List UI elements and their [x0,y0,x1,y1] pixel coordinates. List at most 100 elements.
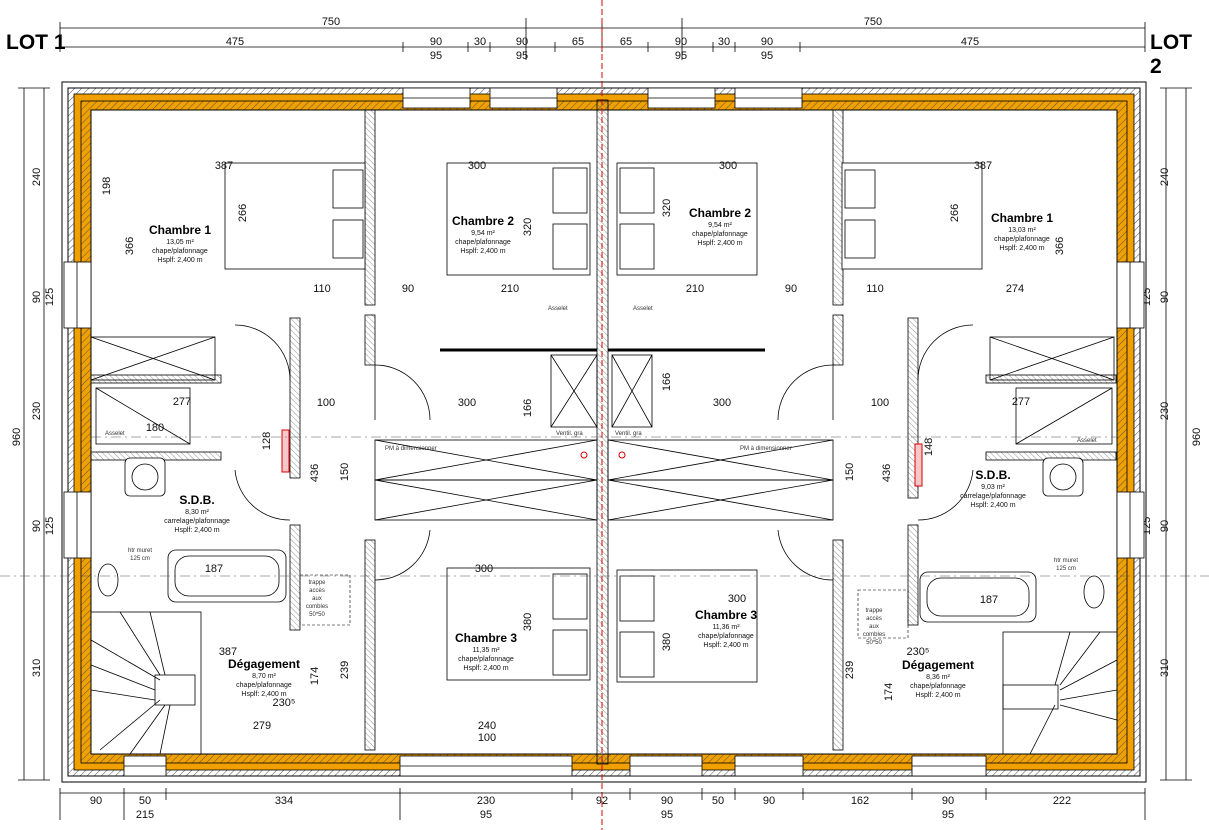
dim-bottom-95c: 95 [942,809,954,821]
svg-text:274: 274 [1006,283,1024,295]
svg-text:chape/plafonnage: chape/plafonnage [692,231,748,238]
svg-text:11,36 m²: 11,36 m² [712,624,740,631]
room-chambre2-left: Chambre 2 9,54 m² chape/plafonnage Hsplf… [452,214,514,255]
svg-text:Hsplf: 2,400 m: Hsplf: 2,400 m [697,240,742,247]
svg-text:277: 277 [173,396,191,408]
svg-text:90: 90 [785,283,797,295]
internal-walls [90,109,1117,751]
svg-text:166: 166 [522,399,534,417]
dim-left-240: 240 [31,168,43,186]
ventil-note-right: Ventil. gra [615,431,642,437]
dim-right-90a: 90 [1159,291,1171,303]
trappes [299,574,909,639]
svg-text:380: 380 [661,633,673,651]
dim-right-960: 960 [1191,428,1203,446]
side-dimensions [18,87,1192,781]
svg-text:Hsplf: 2,400 m: Hsplf: 2,400 m [703,642,748,649]
svg-text:htr muret: htr muret [128,548,152,554]
dim-left-90b: 90 [31,520,43,532]
svg-text:aux: aux [312,596,322,602]
dim-top-right-4: 90 [761,36,773,48]
svg-text:Chambre 2: Chambre 2 [452,214,514,228]
svg-text:366: 366 [1054,237,1066,255]
svg-text:Hsplf: 2,400 m: Hsplf: 2,400 m [463,665,508,672]
svg-text:198: 198 [101,177,113,195]
svg-text:9,03 m²: 9,03 m² [981,484,1005,491]
windows-top [402,87,803,109]
svg-text:230⁵: 230⁵ [907,646,930,658]
lot1-label: LOT 1 [6,31,66,54]
svg-text:Chambre 3: Chambre 3 [455,631,517,645]
svg-text:148: 148 [923,438,935,456]
pm-note-right: PM à dimensionner [740,446,792,452]
svg-text:carrelage/plafonnage: carrelage/plafonnage [960,493,1026,500]
radiators [281,429,923,487]
svg-text:150: 150 [339,463,351,481]
svg-text:aux: aux [869,624,879,630]
svg-text:110: 110 [313,283,331,295]
dim-bottom-50a: 50 [139,795,151,807]
windows-side [63,261,1145,559]
dim-top-right-1: 65 [620,36,632,48]
svg-text:187: 187 [205,563,223,575]
svg-text:187: 187 [980,594,998,606]
svg-text:210: 210 [686,283,704,295]
svg-text:210: 210 [501,283,519,295]
dim-bottom-90c: 90 [763,795,775,807]
svg-text:300: 300 [458,397,476,409]
svg-text:Hsplf: 2,400 m: Hsplf: 2,400 m [999,245,1044,252]
svg-text:8,36 m²: 8,36 m² [926,674,950,681]
svg-text:166: 166 [661,373,673,391]
svg-text:174: 174 [883,683,895,701]
svg-text:trappe: trappe [308,580,326,586]
dim-bottom-95a: 95 [480,809,492,821]
svg-text:320: 320 [522,218,534,236]
svg-text:combles: combles [306,604,328,610]
svg-text:htr muret: htr muret [1054,558,1078,564]
svg-text:Hsplf: 2,400 m: Hsplf: 2,400 m [174,527,219,534]
svg-text:8,70 m²: 8,70 m² [252,673,276,680]
svg-text:387: 387 [215,160,233,172]
svg-text:8,30 m²: 8,30 m² [185,509,209,516]
room-chambre1-left: Chambre 1 13,05 m² chape/plafonnage Hspl… [149,223,211,264]
svg-text:chape/plafonnage: chape/plafonnage [698,633,754,640]
svg-text:Hsplf: 2,400 m: Hsplf: 2,400 m [241,691,286,698]
svg-text:266: 266 [237,204,249,222]
beds [224,162,983,683]
svg-text:174: 174 [309,667,321,685]
dim-top-left-4: 90 [516,36,528,48]
dim-top-right-95b: 95 [761,50,773,62]
dim-top-left-95b: 95 [516,50,528,62]
dim-bottom-92: 92 [596,795,608,807]
svg-text:277: 277 [1012,396,1030,408]
room-degagement-left: Dégagement 8,70 m² chape/plafonnage Hspl… [228,657,300,698]
svg-text:125 cm: 125 cm [130,556,150,562]
room-chambre3-left: Chambre 3 11,35 m² chape/plafonnage Hspl… [455,631,517,672]
svg-text:266: 266 [949,204,961,222]
doors [234,324,974,581]
inner-dimension-labels: 387 266 366 198 300 320 300 320 387 266 … [101,160,1066,744]
pm-note-left: PM à dimensionner [385,446,437,452]
svg-text:100: 100 [478,732,496,744]
dim-left-125b: 125 [44,517,56,535]
dim-right-230: 230 [1159,402,1171,420]
trappe-note-right: trappe accès aux combles 50*50 [863,608,885,646]
svg-text:366: 366 [124,237,136,255]
svg-text:chape/plafonnage: chape/plafonnage [994,236,1050,243]
svg-text:S.D.B.: S.D.B. [179,493,214,507]
room-chambre2-right: Chambre 2 9,54 m² chape/plafonnage Hsplf… [689,206,751,247]
dim-right-310: 310 [1159,659,1171,677]
dim-left-230: 230 [31,402,43,420]
svg-text:90: 90 [402,283,414,295]
svg-text:387: 387 [974,160,992,172]
lot2-label: LOT 2 [1150,31,1192,78]
dim-overall-left: 750 [322,16,340,28]
room-sdb-right: S.D.B. 9,03 m² carrelage/plafonnage Hspl… [960,468,1026,509]
dim-bottom-222: 222 [1053,795,1071,807]
svg-text:carrelage/plafonnage: carrelage/plafonnage [164,518,230,525]
ventil-note-left: Ventil. gra [556,431,583,437]
svg-text:S.D.B.: S.D.B. [975,468,1010,482]
svg-text:50*50: 50*50 [309,612,325,618]
asselet-note-2: Asselet [633,306,653,312]
